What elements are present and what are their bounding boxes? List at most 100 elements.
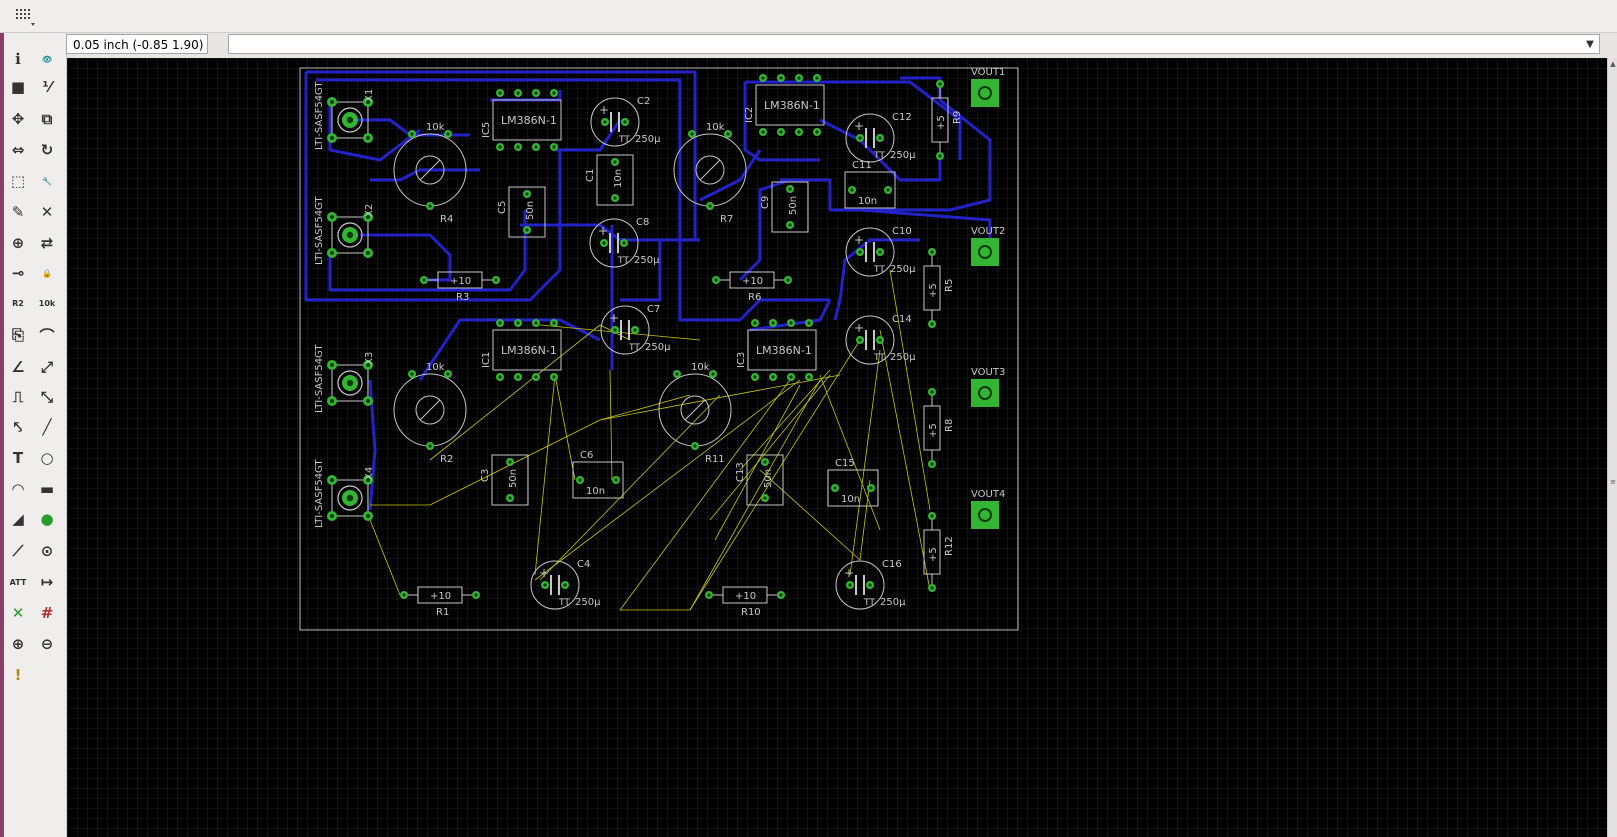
pad-hole[interactable] <box>330 478 334 482</box>
elcap-body[interactable] <box>530 560 580 610</box>
chevron-down-icon[interactable]: ▼ <box>1586 38 1594 50</box>
elcap-body[interactable] <box>590 97 640 147</box>
pad-hole[interactable] <box>330 100 334 104</box>
output-pad[interactable] <box>971 379 999 407</box>
pad-hole[interactable] <box>613 160 617 164</box>
connector-body[interactable] <box>331 479 369 517</box>
trace[interactable] <box>699 149 762 202</box>
pad-hole[interactable] <box>779 76 783 80</box>
drc-icon[interactable]: ! <box>14 666 22 684</box>
zoom-out-icon[interactable]: ⊖ <box>40 635 54 653</box>
pot-arrow[interactable] <box>419 399 441 421</box>
pad-hole[interactable] <box>753 321 757 325</box>
airwire[interactable] <box>619 379 791 611</box>
layer-color-icon[interactable]: ■ <box>10 78 26 96</box>
value-label-icon[interactable]: 10k <box>38 298 56 308</box>
ic-body[interactable] <box>492 99 562 141</box>
circle-icon[interactable]: ○ <box>40 449 54 467</box>
pad-hole[interactable] <box>366 514 370 518</box>
pad-hole[interactable] <box>878 250 882 254</box>
pad-hole[interactable] <box>726 132 730 136</box>
pad-hole[interactable] <box>346 116 354 124</box>
pad-hole[interactable] <box>330 514 334 518</box>
airwire[interactable] <box>429 419 601 506</box>
info-icon[interactable]: ℹ <box>15 50 21 68</box>
pad-hole[interactable] <box>693 444 697 448</box>
delete-icon[interactable]: ✕ <box>40 203 54 221</box>
pot-arrow[interactable] <box>419 159 441 181</box>
pad-hole[interactable] <box>761 76 765 80</box>
lock-icon[interactable]: 🔒 <box>42 268 52 278</box>
pad-hole[interactable] <box>498 91 502 95</box>
arc-icon[interactable]: ◠ <box>12 480 24 498</box>
via-icon[interactable]: ● <box>40 510 54 528</box>
eye-icon[interactable]: 👁 <box>41 54 53 64</box>
output-hole[interactable] <box>978 508 992 522</box>
pad-hole[interactable] <box>422 278 426 282</box>
pad-hole[interactable] <box>402 593 406 597</box>
pad-hole[interactable] <box>868 583 872 587</box>
airwire[interactable] <box>554 374 576 481</box>
airwire[interactable] <box>599 374 841 421</box>
pad-hole[interactable] <box>366 363 370 367</box>
pad-hole[interactable] <box>366 399 370 403</box>
route-icon[interactable]: ⤡ <box>40 388 53 406</box>
trace[interactable] <box>833 238 920 321</box>
vertical-scrollbar[interactable]: ▲ ≡ <box>1607 58 1617 837</box>
group-icon[interactable]: ⬚ <box>10 172 26 190</box>
text-icon[interactable]: T <box>12 449 24 467</box>
trace[interactable] <box>555 119 622 152</box>
trace[interactable] <box>743 82 820 162</box>
pad-hole[interactable] <box>714 278 718 282</box>
pad-hole[interactable] <box>446 132 450 136</box>
pad-hole[interactable] <box>366 136 370 140</box>
output-hole[interactable] <box>978 86 992 100</box>
pad-hole[interactable] <box>708 204 712 208</box>
pad-hole[interactable] <box>789 375 793 379</box>
pad-hole[interactable] <box>552 375 556 379</box>
output-pad[interactable] <box>971 79 999 107</box>
airwire[interactable] <box>689 379 821 611</box>
elcap-body[interactable] <box>600 305 650 355</box>
pad-hole[interactable] <box>603 120 607 124</box>
pad-hole[interactable] <box>366 251 370 255</box>
pad-hole[interactable] <box>786 278 790 282</box>
trace[interactable] <box>418 318 601 381</box>
zoom-in-icon[interactable]: ⊕ <box>11 635 25 653</box>
pad-hole[interactable] <box>850 188 854 192</box>
rect-icon[interactable]: ▬ <box>39 480 55 498</box>
output-pad[interactable] <box>971 238 999 266</box>
elcap-body[interactable] <box>589 218 639 268</box>
airwire[interactable] <box>889 269 931 511</box>
pot-knob[interactable] <box>695 155 725 185</box>
pad-hole[interactable] <box>622 241 626 245</box>
pad-hole[interactable] <box>771 375 775 379</box>
split-wire-icon[interactable]: ∠ <box>11 358 25 376</box>
pad-hole[interactable] <box>525 228 529 232</box>
pad-hole[interactable] <box>930 250 934 254</box>
command-line-input[interactable]: ▼ <box>228 34 1600 54</box>
ic-body[interactable] <box>747 329 817 371</box>
airwire[interactable] <box>369 519 401 596</box>
cap-body[interactable] <box>771 181 809 233</box>
pad-hole[interactable] <box>779 130 783 134</box>
connector-ring[interactable] <box>337 370 363 396</box>
airwire[interactable] <box>739 369 831 471</box>
cap-body[interactable] <box>491 454 529 506</box>
pot-arrow[interactable] <box>699 159 721 181</box>
trace[interactable] <box>360 233 452 282</box>
elcap-body[interactable] <box>845 113 895 163</box>
pad-hole[interactable] <box>410 372 414 376</box>
